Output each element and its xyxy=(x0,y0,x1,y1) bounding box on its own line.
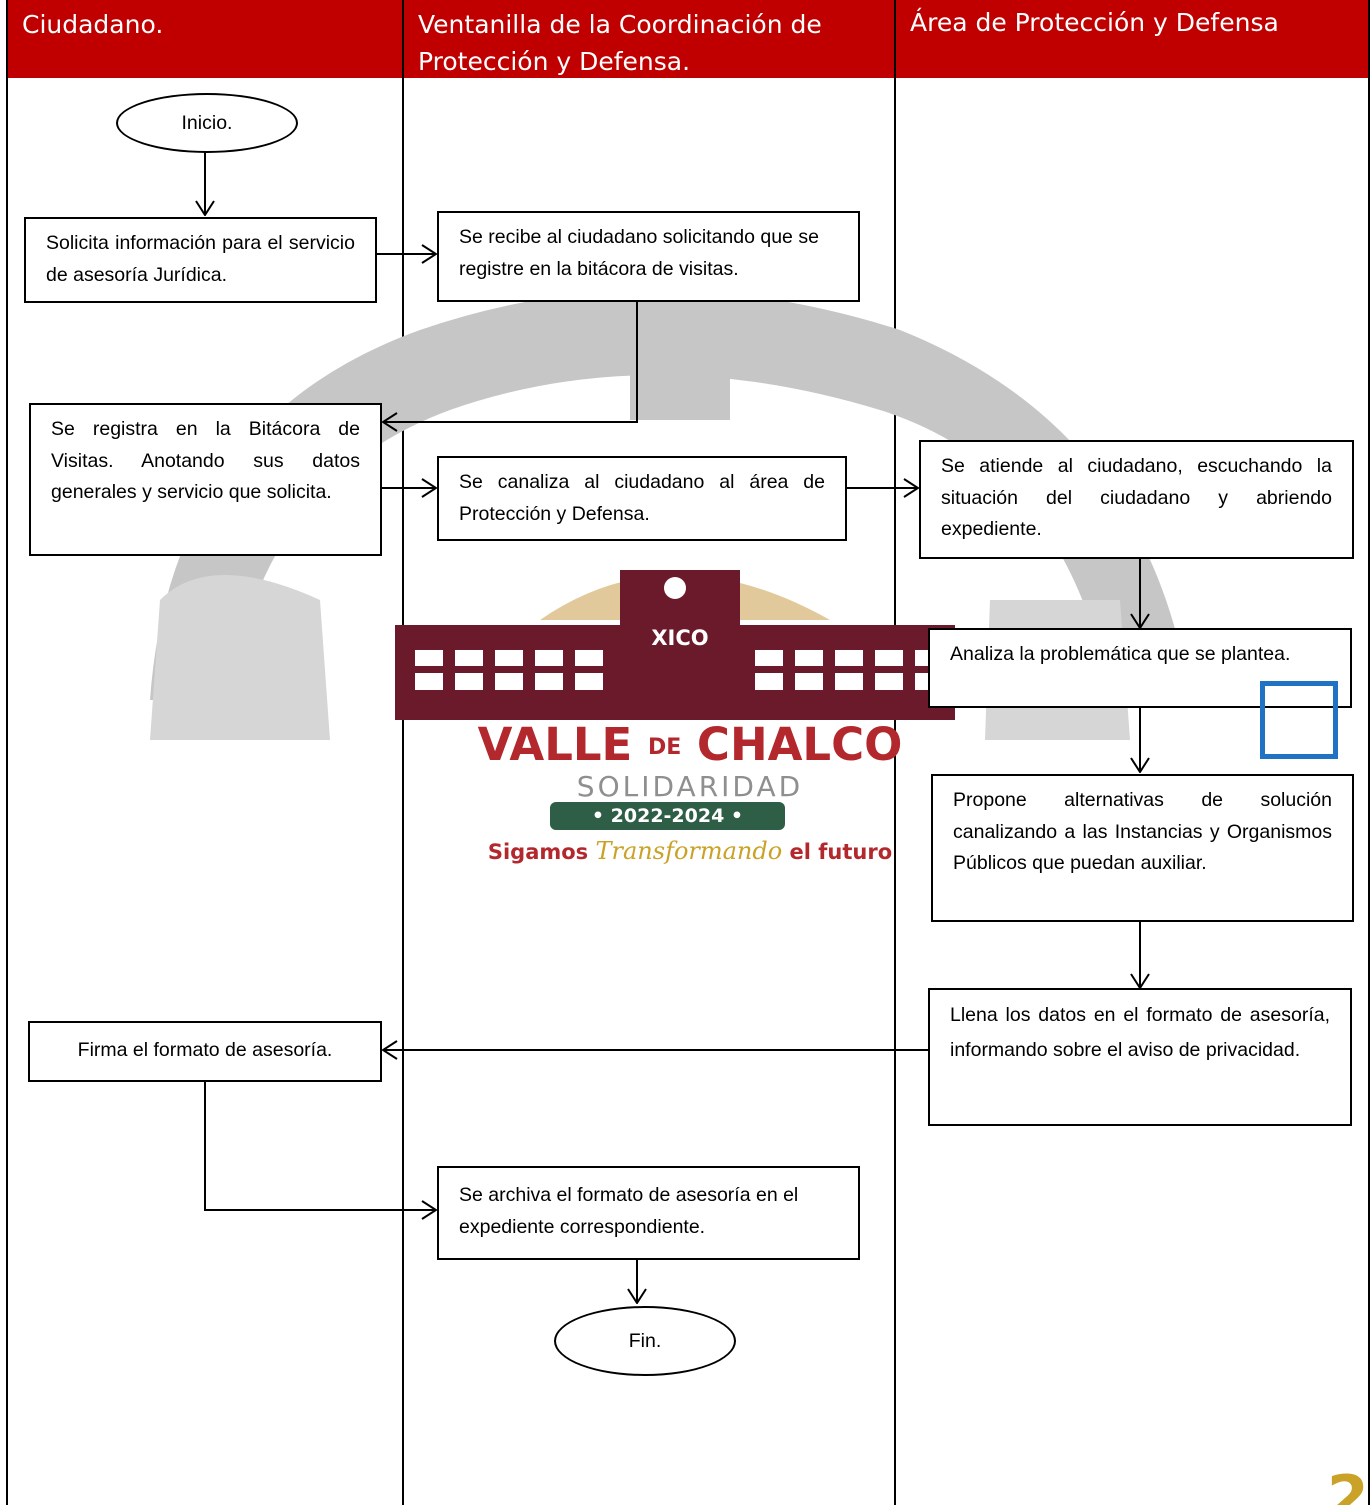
step-canaliza-ciudadano: Se canaliza al ciudadano al área de Prot… xyxy=(437,456,847,541)
lane-header-ventanilla: Ventanilla de la Coordinación de Protecc… xyxy=(404,0,896,78)
logo-period: • 2022-2024 • xyxy=(550,802,785,830)
lane-area xyxy=(896,78,1370,1505)
lane-ventanilla xyxy=(404,78,896,1505)
step-recibe-ciudadano: Se recibe al ciudadano solicitando que s… xyxy=(437,211,860,302)
logo-name-left: VALLE xyxy=(477,718,633,771)
logo-subtitle: SOLIDARIDAD xyxy=(576,770,804,803)
step-registra-bitacora: Se registra en la Bitácora de Visitas. A… xyxy=(29,403,382,556)
step-propone-alternativas: Propone alternativas de solución canaliz… xyxy=(931,774,1354,922)
step-text: Se recibe al ciudadano solicitando que s… xyxy=(459,226,819,280)
lane-header-ciudadano: Ciudadano. xyxy=(6,0,404,78)
step-text: Analiza la problemática que se plantea. xyxy=(950,643,1291,665)
step-analiza-problematica: Analiza la problemática que se plantea. xyxy=(928,628,1352,708)
step-text: Se registra en la Bitácora de Visitas. A… xyxy=(51,418,360,503)
lane-title: Ventanilla de la Coordinación de Protecc… xyxy=(418,10,822,76)
logo-slogan-c: el futuro xyxy=(789,840,893,864)
step-text: Firma el formato de asesoría. xyxy=(77,1039,333,1061)
blue-square-marker xyxy=(1260,681,1338,759)
logo-slogan: Sigamos Transformando el futuro xyxy=(430,837,950,865)
start-node: Inicio. xyxy=(116,93,298,153)
arrow-s2-to-s3 xyxy=(383,302,638,422)
logo-name: VALLE DE CHALCO xyxy=(430,720,950,773)
page-number: 2 xyxy=(1327,1468,1369,1505)
logo-slogan-a: Sigamos xyxy=(487,840,589,864)
start-label: Inicio. xyxy=(181,111,233,134)
logo-name-right: CHALCO xyxy=(696,718,903,771)
end-label: Fin. xyxy=(628,1329,662,1352)
municipal-logo: XICO VALLE DE CHALCO SOLIDARIDAD • 2022-… xyxy=(390,540,960,870)
lane-title: Ciudadano. xyxy=(22,10,164,39)
lane-ciudadano xyxy=(6,78,404,1505)
end-node: Fin. xyxy=(554,1306,736,1376)
step-text: Se atiende al ciudadano, escuchando la s… xyxy=(941,455,1332,540)
step-text: Propone alternativas de solución canaliz… xyxy=(953,789,1332,874)
step-text: Llena los datos en el formato de asesorí… xyxy=(950,1004,1330,1061)
logo-badge: XICO xyxy=(651,626,709,650)
step-text: Se archiva el formato de asesoría en el … xyxy=(459,1184,799,1238)
step-atiende-ciudadano: Se atiende al ciudadano, escuchando la s… xyxy=(919,440,1354,559)
arrow-s9-to-s10 xyxy=(204,1081,436,1210)
step-archiva-formato: Se archiva el formato de asesoría en el … xyxy=(437,1166,860,1260)
lane-header-area: Área de Protección y Defensa xyxy=(896,0,1370,78)
step-text: Se canaliza al ciudadano al área de Prot… xyxy=(459,471,825,525)
lane-title: Área de Protección y Defensa xyxy=(910,8,1279,37)
logo-slogan-b: Transformando xyxy=(595,837,783,865)
step-llena-datos: Llena los datos en el formato de asesorí… xyxy=(928,988,1352,1126)
step-text: Solicita información para el servicio de… xyxy=(46,232,355,286)
logo-name-de: DE xyxy=(647,735,682,760)
step-firma-formato: Firma el formato de asesoría. xyxy=(28,1021,382,1082)
step-solicita-informacion: Solicita información para el servicio de… xyxy=(24,217,377,303)
